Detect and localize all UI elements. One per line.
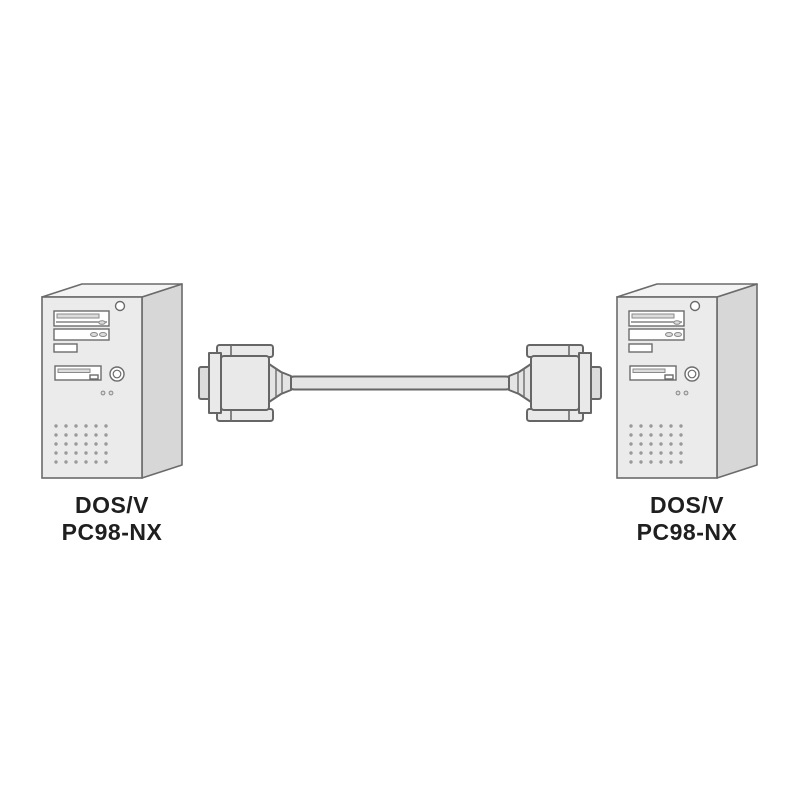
right-computer-label-line1: DOS/V [649, 492, 725, 518]
right-computer-label: DOS/V PC98-NX [612, 492, 762, 546]
cable-cord [287, 375, 513, 391]
left-computer-label: DOS/V PC98-NX [37, 492, 187, 546]
left-computer-label-line2: PC98-NX [61, 519, 163, 545]
serial-cable-illustration [198, 344, 602, 422]
left-computer-illustration [41, 283, 183, 479]
right-computer-illustration [616, 283, 758, 479]
d-sub-connector-right [508, 344, 602, 422]
right-computer-label-line2: PC98-NX [636, 519, 738, 545]
left-computer-label-line1: DOS/V [74, 492, 150, 518]
d-sub-connector-left [198, 344, 292, 422]
